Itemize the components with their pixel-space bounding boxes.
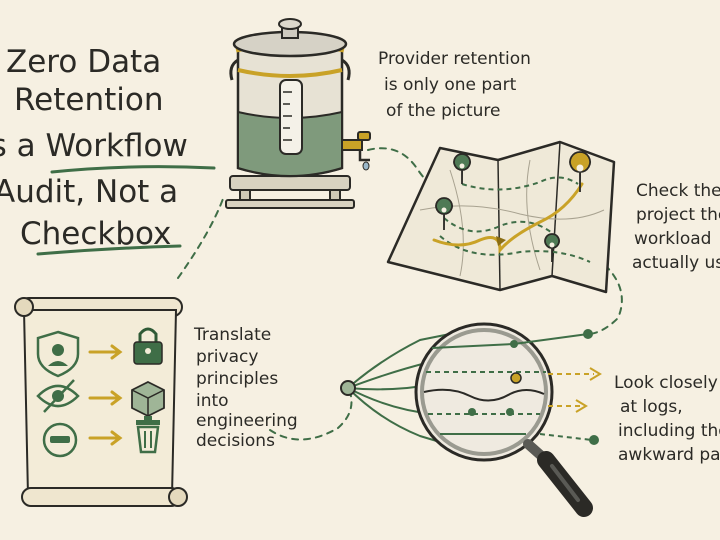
title-line-1: Zero Data (6, 44, 161, 80)
connectors (177, 147, 623, 441)
water-tank-icon (225, 18, 371, 209)
lock-icon (133, 327, 163, 365)
note-translate-line-2: privacy (196, 347, 258, 367)
note-project: Check the project the workload actually … (632, 181, 720, 273)
principles-scroll-icon (14, 297, 188, 507)
note-project-line-2: project the (636, 205, 720, 225)
connector-scroll-to-magnifier (269, 391, 353, 441)
note-provider-line-3: of the picture (386, 101, 500, 121)
title-underline (50, 165, 216, 174)
note-logs-line-2: at logs, (620, 397, 683, 417)
title-line-3-pre: is a (0, 128, 45, 164)
note-logs-line-4: awkward paths (618, 445, 720, 465)
eye-off-icon (36, 379, 80, 413)
note-project-line-3: workload (634, 229, 711, 249)
title-underline-2 (36, 244, 182, 256)
note-project-line-4: actually uses (632, 253, 720, 273)
note-project-line-1: Check the (636, 181, 720, 201)
trash-icon (136, 416, 160, 454)
note-translate-line-4: into (196, 391, 229, 411)
note-provider: Provider retention is only one part of t… (378, 49, 531, 121)
route-map-icon (386, 140, 616, 294)
shield-user-icon (36, 330, 80, 378)
title-block: Zero Data Retention is a Workflow Audit,… (0, 44, 216, 256)
title-line-3: is a Workflow (0, 128, 188, 164)
title-line-2: Retention (14, 82, 163, 118)
note-translate: Translate privacy principles into engine… (193, 325, 298, 451)
note-translate-line-5: engineering (196, 411, 298, 431)
cube-icon (131, 380, 165, 418)
note-provider-line-2: is only one part (384, 75, 517, 95)
title-line-3-emph: Workflow (45, 128, 187, 164)
note-logs-line-1: Look closely (614, 373, 718, 393)
note-translate-line-3: principles (196, 369, 278, 389)
note-translate-line-6: decisions (196, 431, 275, 451)
note-logs-line-3: including the (618, 421, 720, 441)
connector-map-to-logs (589, 264, 623, 335)
note-logs: Look closely at logs, including the awkw… (614, 373, 720, 465)
arrow-1-head (110, 344, 123, 360)
note-translate-line-1: Translate (193, 325, 271, 345)
arrow-2-head (110, 390, 123, 406)
connector-title-to-tank (177, 195, 225, 279)
note-provider-line-1: Provider retention (378, 49, 531, 69)
arrow-3-head (110, 430, 123, 446)
title-line-4: Audit, Not a (0, 174, 178, 210)
magnifier-icon (340, 322, 602, 517)
minus-circle-icon (42, 422, 78, 458)
connector-tank-to-map (367, 147, 441, 190)
